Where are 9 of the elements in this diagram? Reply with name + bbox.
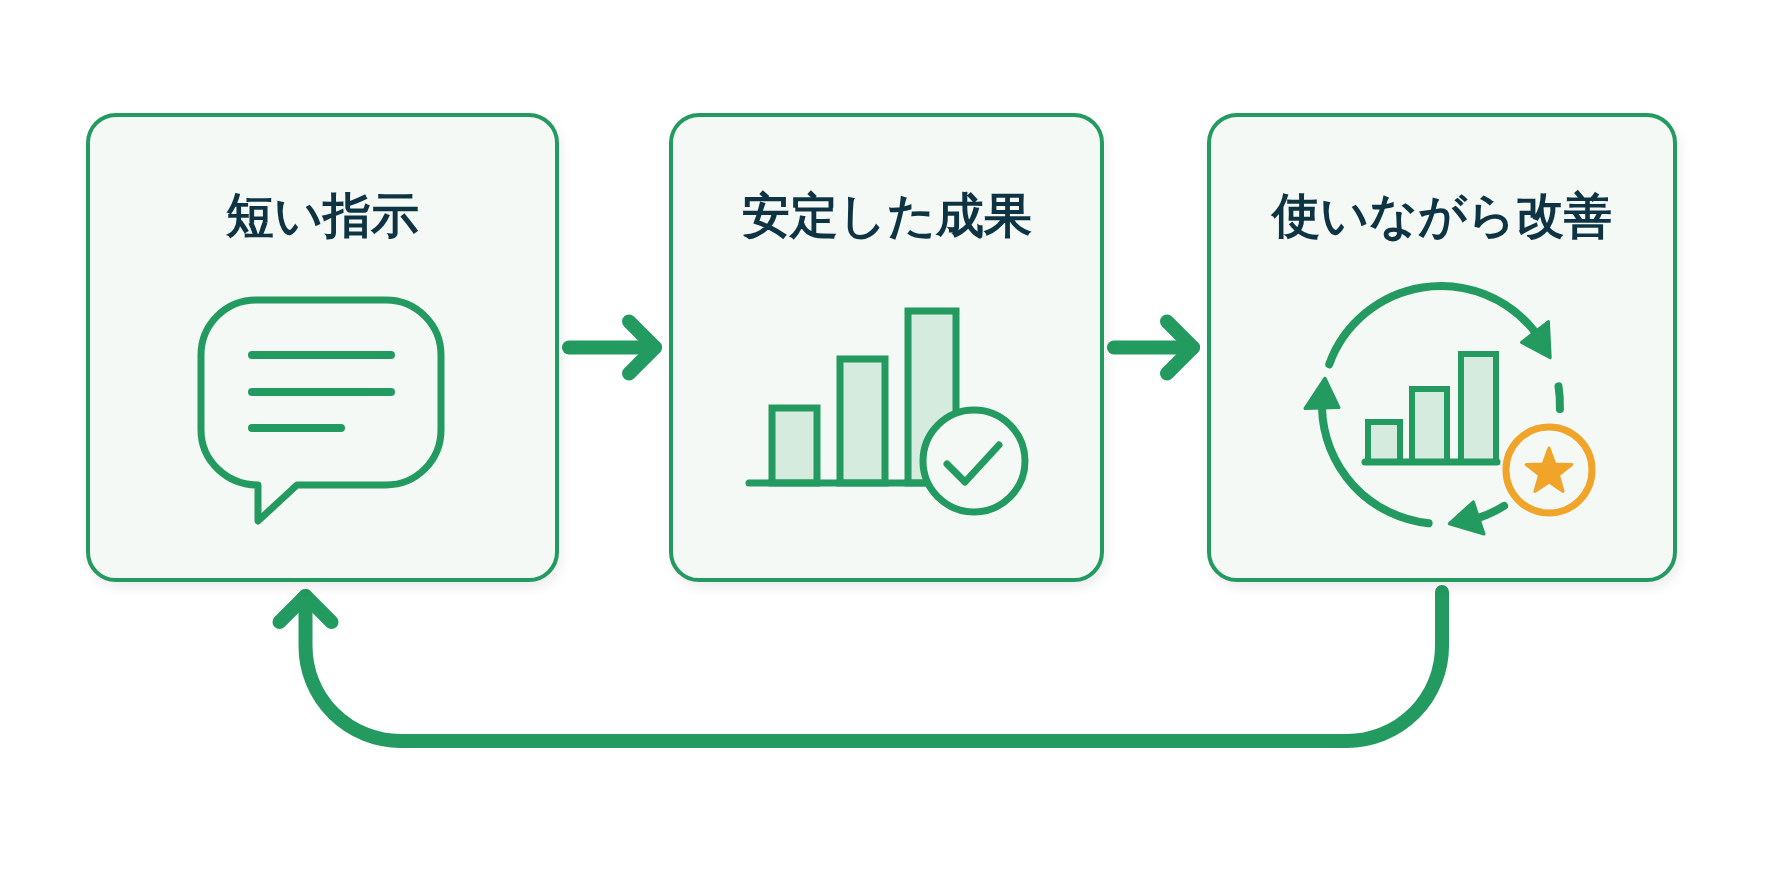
- arrow: [272, 585, 1449, 748]
- arrow: [1107, 314, 1200, 381]
- step-title: 使いながら改善: [1272, 187, 1612, 243]
- step-title: 安定した成果: [741, 187, 1032, 243]
- step-box: [1207, 113, 1677, 582]
- step-box: [86, 113, 559, 582]
- step-box: [669, 113, 1104, 582]
- arrow: [562, 314, 662, 381]
- step-title: 短い指示: [226, 187, 419, 243]
